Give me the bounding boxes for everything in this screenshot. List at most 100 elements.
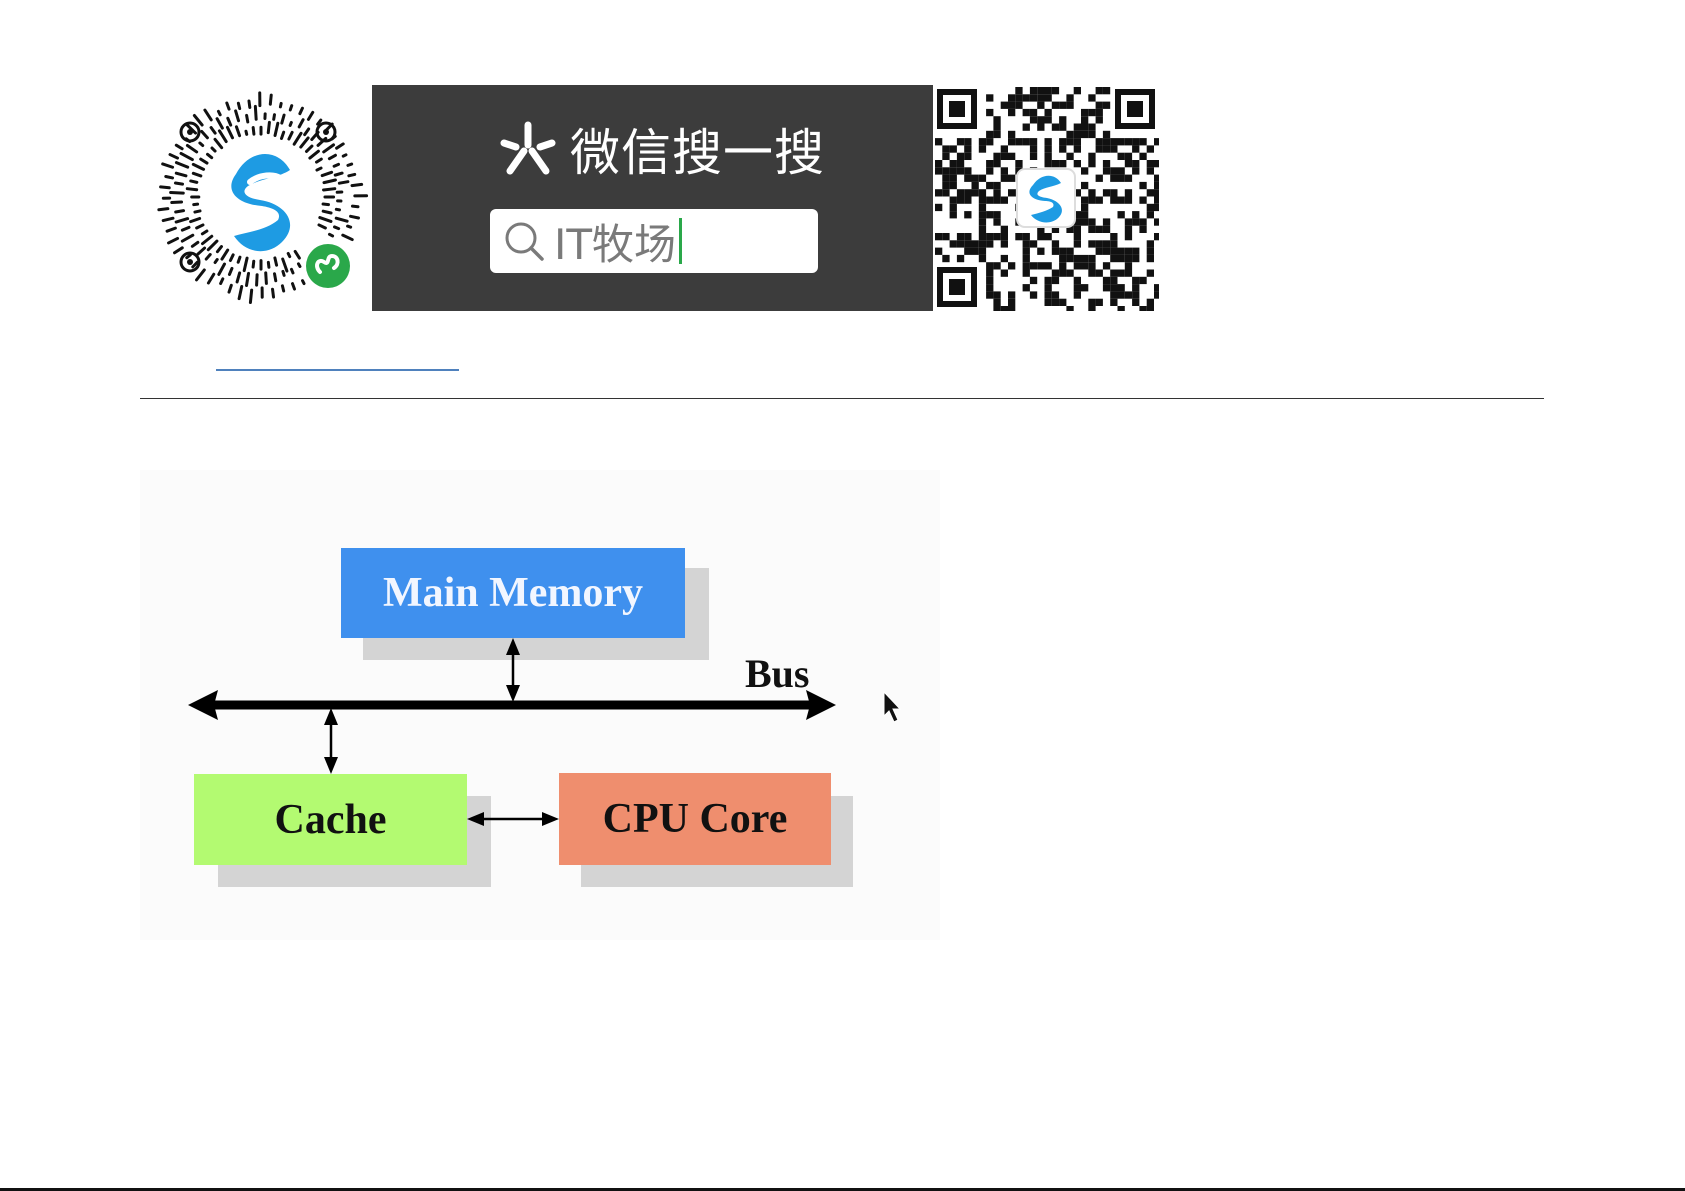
code-ray (335, 173, 342, 175)
qr-module (1118, 153, 1125, 160)
code-ray (323, 211, 331, 213)
qr-module (1088, 131, 1095, 138)
qr-module (1147, 299, 1154, 306)
qr-code (933, 85, 1159, 311)
main-memory-block: Main Memory (341, 548, 685, 638)
qr-module (1001, 167, 1008, 174)
qr-module (1118, 197, 1125, 204)
code-ray (219, 131, 226, 142)
qr-module (1008, 306, 1015, 311)
qr-module (1125, 218, 1132, 225)
code-ray (217, 119, 222, 128)
qr-module (1125, 233, 1132, 240)
qr-module (1139, 277, 1146, 284)
qr-module (1096, 226, 1103, 233)
qr-module (1132, 218, 1139, 225)
code-ray (295, 251, 299, 258)
qr-module (993, 197, 1000, 204)
qr-module (1110, 189, 1117, 196)
code-ray (176, 145, 182, 149)
main-memory-label: Main Memory (383, 569, 643, 617)
qr-module (1074, 262, 1081, 269)
qr-module (1030, 138, 1037, 145)
qr-module (1015, 87, 1022, 94)
code-ray (319, 225, 325, 228)
qr-module (1132, 211, 1139, 218)
code-ray (166, 176, 173, 177)
qr-module (964, 153, 971, 160)
qr-module (1023, 124, 1030, 131)
qr-module (1045, 284, 1052, 291)
qr-module (979, 197, 986, 204)
code-ray (203, 236, 212, 243)
qr-module (1118, 211, 1125, 218)
search-input[interactable]: IT牧场 (490, 209, 818, 273)
code-ray (176, 163, 187, 168)
qr-module (1103, 277, 1110, 284)
qr-module (986, 291, 993, 298)
code-ray (317, 168, 321, 170)
qr-module (1147, 255, 1154, 262)
qr-module (986, 284, 993, 291)
code-ray (320, 218, 331, 222)
qr-module (1059, 248, 1066, 255)
qr-module (1110, 138, 1117, 145)
qr-module (1110, 145, 1117, 152)
code-ray (274, 115, 275, 120)
code-ray (187, 145, 196, 151)
qr-module (1096, 109, 1103, 116)
mini-program-code (150, 86, 372, 308)
code-ray (217, 247, 221, 252)
code-ray (229, 285, 231, 292)
code-ray (324, 145, 334, 152)
qr-module (986, 138, 993, 145)
qr-module (986, 277, 993, 284)
qr-module (1052, 102, 1059, 109)
code-ray (221, 279, 223, 284)
qr-module (979, 226, 986, 233)
qr-module (1132, 299, 1139, 306)
banner-heading-text: 微信搜一搜 (570, 113, 825, 185)
code-ray (200, 143, 203, 145)
qr-module (1037, 94, 1044, 101)
qr-module (1045, 94, 1052, 101)
qr-module (1088, 306, 1095, 311)
qr-module (972, 240, 979, 247)
qr-module (993, 189, 1000, 196)
code-ray (228, 118, 231, 125)
qr-module (942, 167, 949, 174)
qr-module (1059, 270, 1066, 277)
link-underline[interactable] (216, 369, 459, 371)
code-ray (348, 226, 351, 227)
qr-module (1059, 102, 1066, 109)
qr-module (1023, 255, 1030, 262)
qr-module (1045, 291, 1052, 298)
code-ray (343, 155, 346, 156)
code-ray (329, 155, 335, 158)
qr-module (942, 255, 949, 262)
qr-module (1132, 145, 1139, 152)
code-ray (215, 139, 222, 147)
qr-module (1118, 248, 1125, 255)
qr-module (1103, 160, 1110, 167)
qr-module (957, 167, 964, 174)
qr-module (979, 240, 986, 247)
qr-module (1139, 182, 1146, 189)
wechat-search-icon (500, 121, 556, 177)
qr-module (1096, 197, 1103, 204)
qr-module (1154, 233, 1159, 240)
code-ray (275, 274, 276, 281)
code-ray (280, 103, 281, 106)
search-query-text: IT牧场 (554, 211, 676, 272)
header-divider (140, 398, 1544, 399)
code-ray (176, 211, 184, 212)
code-ray (182, 235, 193, 241)
code-ray (238, 257, 240, 262)
qr-module (964, 240, 971, 247)
qr-module (964, 189, 971, 196)
code-ray (167, 228, 175, 231)
code-ray (273, 289, 274, 297)
qr-module (1096, 138, 1103, 145)
qr-module (972, 182, 979, 189)
code-ray (253, 128, 254, 135)
